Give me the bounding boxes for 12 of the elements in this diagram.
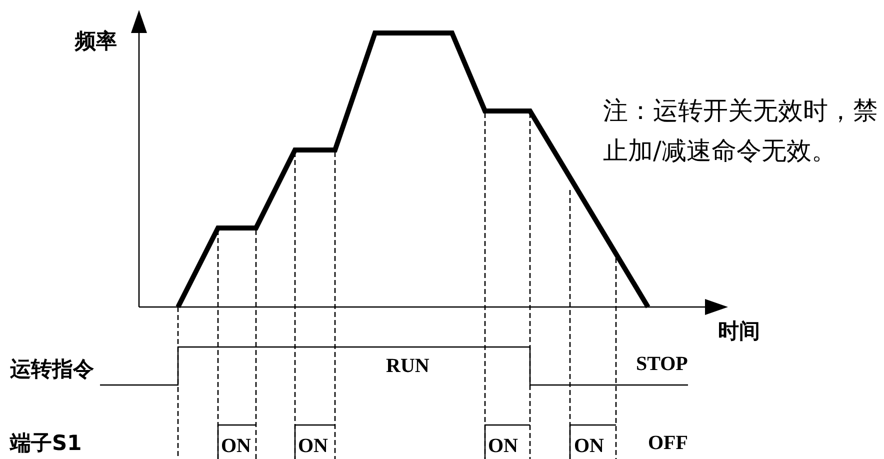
- state-label: STOP: [636, 353, 688, 376]
- note-text: 注：运转开关无效时，禁止加/减速命令无效。: [603, 95, 878, 167]
- state-label: ON: [221, 435, 251, 458]
- state-label: OFF: [648, 432, 688, 455]
- state-label: ON: [574, 435, 604, 458]
- state-label: ON: [488, 435, 518, 458]
- state-label: RUN: [386, 355, 430, 378]
- signal-label: 端子S1: [10, 431, 82, 456]
- axis-label: 频率: [75, 29, 117, 54]
- signal-label: 运转指令: [10, 357, 94, 382]
- axis-label: 时间: [718, 319, 760, 344]
- state-label: ON: [298, 435, 328, 458]
